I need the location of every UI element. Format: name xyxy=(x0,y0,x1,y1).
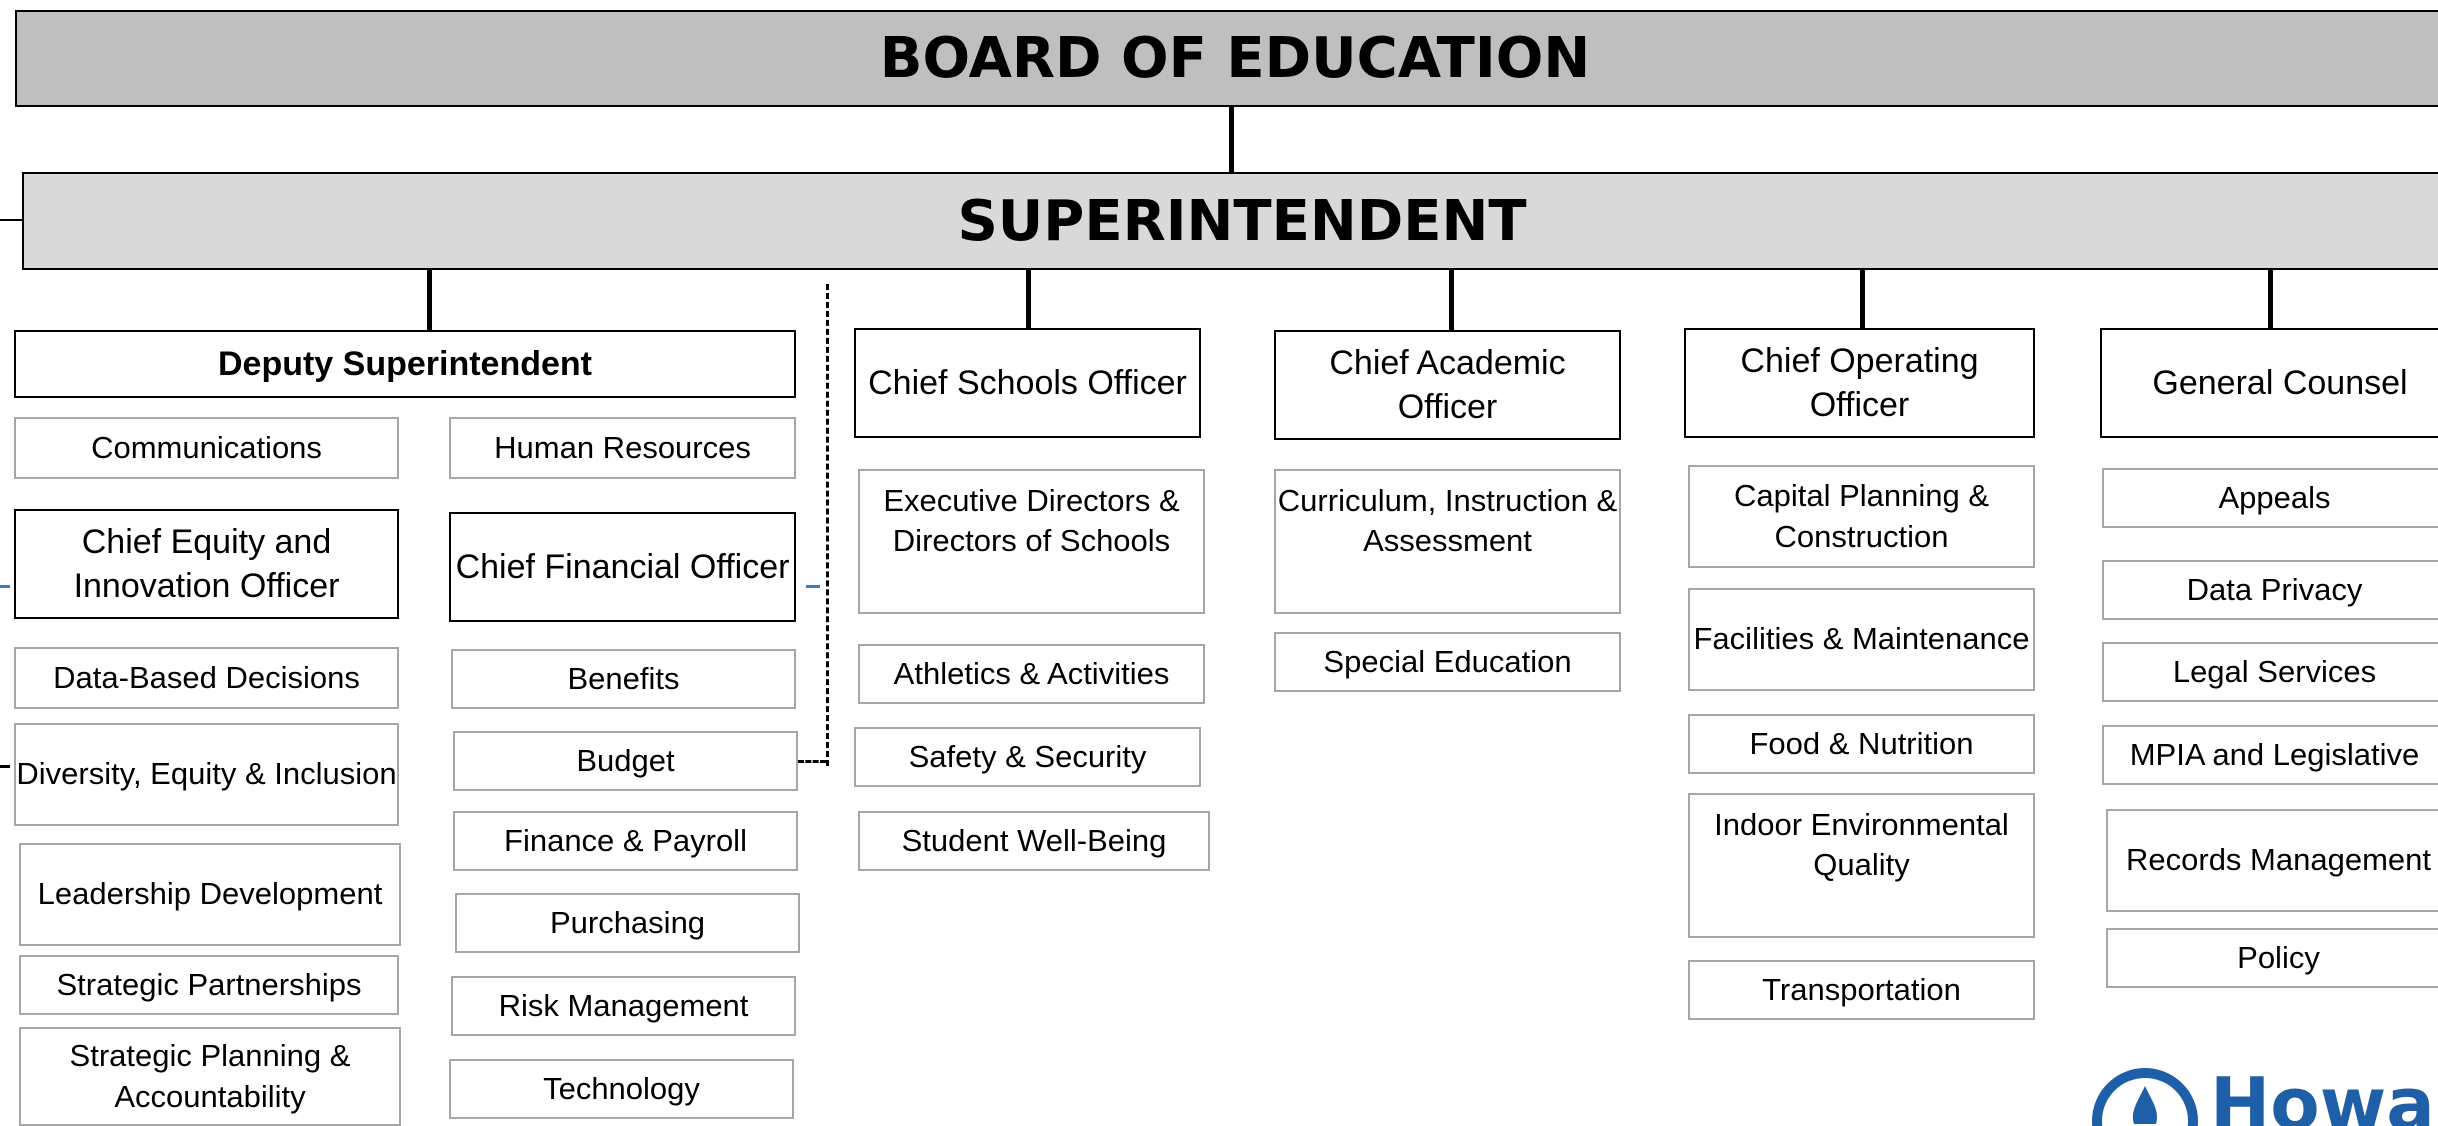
records-management-box: Records Management xyxy=(2106,809,2438,912)
board-connector-line xyxy=(1229,107,1234,172)
curriculum-instruction-assessment-box: Curriculum, Instruction & Assessment xyxy=(1274,469,1621,614)
deputy-superintendent-box: Deputy Superintendent xyxy=(14,330,796,398)
board-title: BOARD OF EDUCATION xyxy=(879,26,1591,91)
superintendent-box: SUPERINTENDENT xyxy=(22,172,2438,270)
budget-dotted-link xyxy=(798,760,826,763)
budget-box: Budget xyxy=(453,731,798,791)
risk-management-box: Risk Management xyxy=(451,976,796,1036)
data-privacy-box: Data Privacy xyxy=(2102,560,2438,620)
data-based-decisions-box: Data-Based Decisions xyxy=(14,647,399,709)
leadership-development-box: Leadership Development xyxy=(19,843,401,946)
academic-connector-line xyxy=(1449,270,1454,330)
counsel-connector-line xyxy=(2268,270,2273,330)
benefits-box: Benefits xyxy=(451,649,796,709)
communications-box: Communications xyxy=(14,417,399,479)
chief-financial-officer-box: Chief Financial Officer xyxy=(449,512,796,622)
food-nutrition-box: Food & Nutrition xyxy=(1688,714,2035,774)
diversity-equity-inclusion-box: Diversity, Equity & Inclusion xyxy=(14,723,399,826)
cfo-dotted-link xyxy=(806,585,820,588)
board-of-education-box: BOARD OF EDUCATION xyxy=(15,10,2438,107)
strategic-planning-accountability-box: Strategic Planning & Accountability xyxy=(19,1027,401,1126)
chief-equity-innovation-officer-box: Chief Equity and Innovation Officer xyxy=(14,509,399,619)
left-dotted-link-lower xyxy=(0,765,10,768)
safety-security-box: Safety & Security xyxy=(854,727,1201,787)
legal-services-box: Legal Services xyxy=(2102,642,2438,702)
left-dotted-link-upper xyxy=(0,585,10,588)
chief-schools-officer-box: Chief Schools Officer xyxy=(854,328,1201,438)
special-education-box: Special Education xyxy=(1274,632,1621,692)
appeals-box: Appeals xyxy=(2102,468,2438,528)
logo-drop-icon xyxy=(2092,1068,2198,1126)
athletics-activities-box: Athletics & Activities xyxy=(858,644,1205,704)
purchasing-box: Purchasing xyxy=(455,893,800,953)
deputy-connector-line xyxy=(427,270,432,330)
strategic-partnerships-box: Strategic Partnerships xyxy=(19,955,399,1015)
operating-connector-line xyxy=(1860,270,1865,330)
chief-academic-officer-box: Chief Academic Officer xyxy=(1274,330,1621,440)
technology-box: Technology xyxy=(449,1059,794,1119)
student-well-being-box: Student Well-Being xyxy=(858,811,1210,871)
executive-directors-box: Executive Directors & Directors of Schoo… xyxy=(858,469,1205,614)
general-counsel-box: General Counsel xyxy=(2100,328,2438,438)
dotted-reporting-line xyxy=(826,284,829,766)
logo-text: Howar xyxy=(2210,1066,2438,1126)
left-edge-connector xyxy=(0,219,22,221)
transportation-box: Transportation xyxy=(1688,960,2035,1020)
chief-operating-officer-box: Chief Operating Officer xyxy=(1684,328,2035,438)
capital-planning-construction-box: Capital Planning & Construction xyxy=(1688,465,2035,568)
facilities-maintenance-box: Facilities & Maintenance xyxy=(1688,588,2035,691)
superintendent-title: SUPERINTENDENT xyxy=(957,188,1527,254)
finance-payroll-box: Finance & Payroll xyxy=(453,811,798,871)
schools-connector-line xyxy=(1026,270,1031,330)
policy-box: Policy xyxy=(2106,928,2438,988)
mpia-legislative-box: MPIA and Legislative xyxy=(2102,725,2438,785)
human-resources-box: Human Resources xyxy=(449,417,796,479)
indoor-environmental-quality-box: Indoor Environmental Quality xyxy=(1688,793,2035,938)
